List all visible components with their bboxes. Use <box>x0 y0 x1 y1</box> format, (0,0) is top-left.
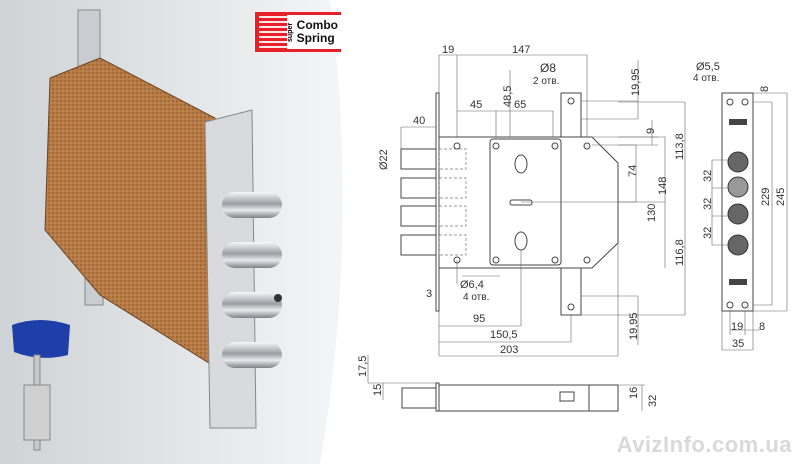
logo-text: Combo Spring <box>293 15 341 49</box>
spring-icon <box>259 16 287 48</box>
logo-super: super <box>286 15 294 49</box>
dim-203: 203 <box>500 344 518 356</box>
dim-116-8: 116,8 <box>674 239 686 266</box>
dim-3: 3 <box>426 288 432 300</box>
watermark: AvizInfo.com.ua <box>616 432 792 457</box>
dim-65: 65 <box>514 99 526 111</box>
dim-48-5: 48,5 <box>502 86 514 107</box>
bolts <box>222 192 282 368</box>
dim-d5-5: Ø5,5 <box>696 61 720 73</box>
front-view-drawing <box>400 54 686 357</box>
dim-32: 32 <box>647 395 659 407</box>
faceplate <box>204 109 257 429</box>
bottom-view-drawing <box>367 355 645 412</box>
dim-17-5: 17,5 <box>357 356 369 377</box>
dim-19-95-bottom: 19,95 <box>628 312 640 340</box>
dim-150-5: 150,5 <box>490 329 518 341</box>
dim-9: 9 <box>645 128 657 134</box>
dimension-labels: 19 147 Ø8 2 отв. 48,5 45 65 40 Ø22 19,95… <box>357 44 787 407</box>
dim-32-c: 32 <box>702 227 714 239</box>
dim-2-holes: 2 отв. <box>533 76 559 87</box>
dim-4-holes: 4 отв. <box>463 292 489 303</box>
dim-19-plate: 19 <box>731 321 743 333</box>
dim-d6-4: Ø6,4 <box>460 279 484 291</box>
dim-148: 148 <box>657 177 669 195</box>
logo-line-2: Spring <box>296 31 335 45</box>
dim-130: 130 <box>646 204 658 222</box>
dim-16: 16 <box>628 387 640 399</box>
dim-245: 245 <box>775 188 787 206</box>
dim-8-bottom: 8 <box>759 321 765 333</box>
logo-line-1: Combo <box>296 18 338 32</box>
dim-113-8: 113,8 <box>674 133 686 160</box>
dim-32-b: 32 <box>702 198 714 210</box>
faceplate-drawing <box>711 92 788 351</box>
keyhole-icon <box>274 294 282 302</box>
dim-8-top: 8 <box>759 86 771 92</box>
dim-40: 40 <box>413 115 425 127</box>
dim-45: 45 <box>470 99 482 111</box>
dim-229: 229 <box>760 188 772 206</box>
dim-147: 147 <box>512 44 530 56</box>
dim-95: 95 <box>473 313 485 325</box>
combo-spring-logo: super Combo Spring <box>255 12 341 52</box>
dim-19: 19 <box>442 44 454 56</box>
lock-photo <box>12 9 282 451</box>
dim-74: 74 <box>627 165 639 177</box>
dim-d8: Ø8 <box>540 61 556 75</box>
dim-4-holes-plate: 4 отв. <box>693 73 719 84</box>
dim-32-a: 32 <box>702 170 714 182</box>
dim-15: 15 <box>372 384 384 396</box>
key-image <box>12 320 70 451</box>
dim-35: 35 <box>732 338 744 350</box>
dim-d22: Ø22 <box>378 149 390 170</box>
dim-19-95-top: 19,95 <box>630 68 642 96</box>
